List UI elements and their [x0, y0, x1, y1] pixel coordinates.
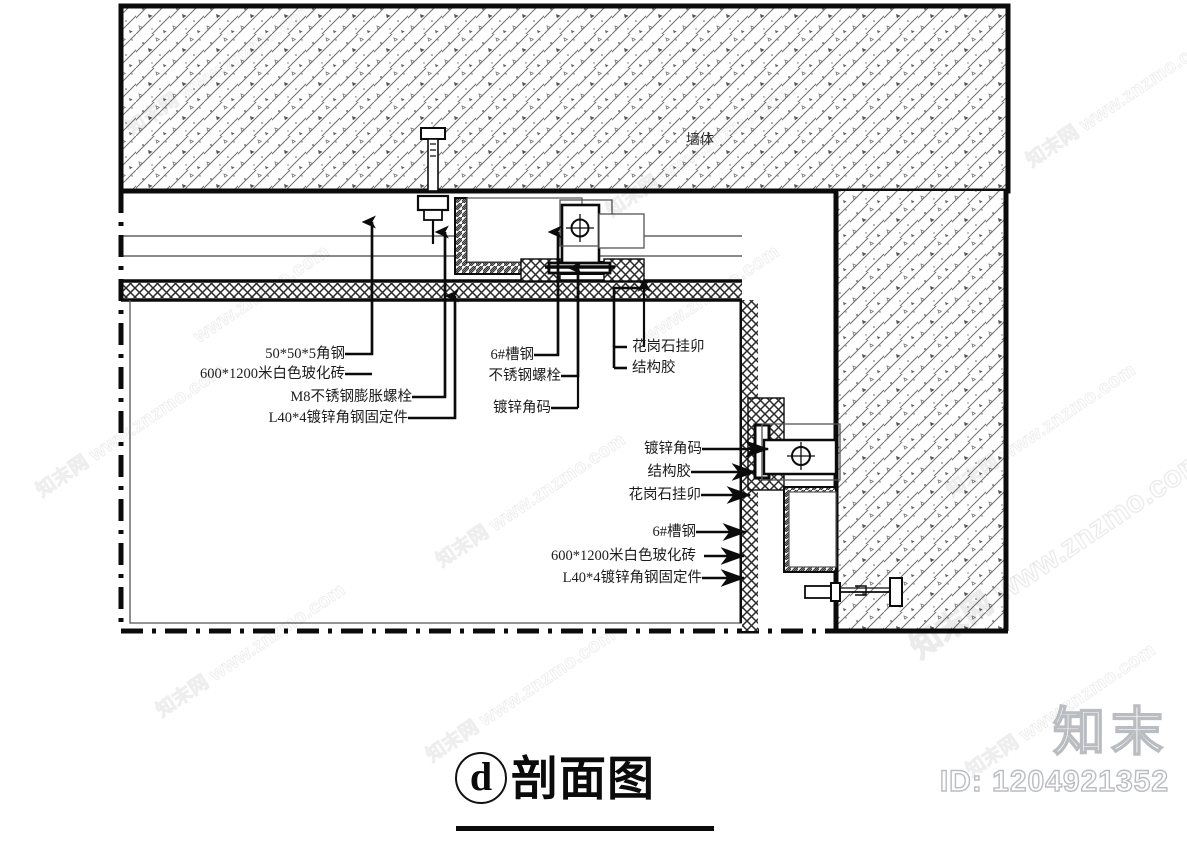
label-stainless-bolt: 不锈钢螺栓 — [488, 368, 562, 384]
page-title: 剖面图 — [511, 751, 655, 805]
label-wall: 墙体 — [686, 131, 714, 147]
detail-marker-circle: d — [455, 752, 507, 804]
site-logo: 知末 — [1052, 704, 1169, 762]
label-white-tile: 600*1200米白色玻化砖 — [200, 366, 345, 382]
label-white-tile-2: 600*1200米白色玻化砖 — [551, 548, 696, 564]
label-granite-hook-2: 花岗石挂卯 — [628, 487, 702, 503]
title-underline — [456, 826, 714, 831]
extension-lines — [370, 222, 646, 418]
label-structural-adhesive-2: 结构胶 — [647, 464, 692, 480]
label-structural-adhesive: 结构胶 — [632, 360, 676, 376]
leader-lines-lower-right — [691, 440, 770, 587]
section-boundary — [118, 191, 836, 634]
label-angle-steel: 50*50*5角钢 — [265, 346, 345, 362]
label-galv-corner-code-2: 镀锌角码 — [644, 441, 702, 457]
wall-mass-right — [833, 191, 1009, 634]
wall-mass-top — [118, 3, 1011, 194]
label-expansion-bolt: M8不锈钢膨胀螺栓 — [290, 389, 412, 405]
branding: 知末 ID: 1204921352 — [939, 704, 1169, 799]
drawing-id: ID: 1204921352 — [939, 764, 1169, 798]
label-granite-hook: 花岗石挂卯 — [632, 339, 705, 355]
label-channel-steel: 6#槽钢 — [490, 347, 535, 363]
label-galv-angle-fixing-2: L40*4镀锌角钢固定件 — [562, 570, 702, 586]
expansion-bolt-detail — [416, 127, 450, 244]
label-galv-angle-fixing: L40*4镀锌角钢固定件 — [268, 410, 408, 426]
title-block: d 剖面图 — [455, 752, 655, 804]
leader-lines-upper-right — [612, 277, 651, 370]
bulkhead-steel-assembly — [454, 197, 645, 282]
label-channel-steel-2: 6#槽钢 — [652, 524, 697, 540]
label-galv-corner-code: 镀锌角码 — [493, 400, 551, 416]
ceiling-assembly — [121, 235, 742, 302]
